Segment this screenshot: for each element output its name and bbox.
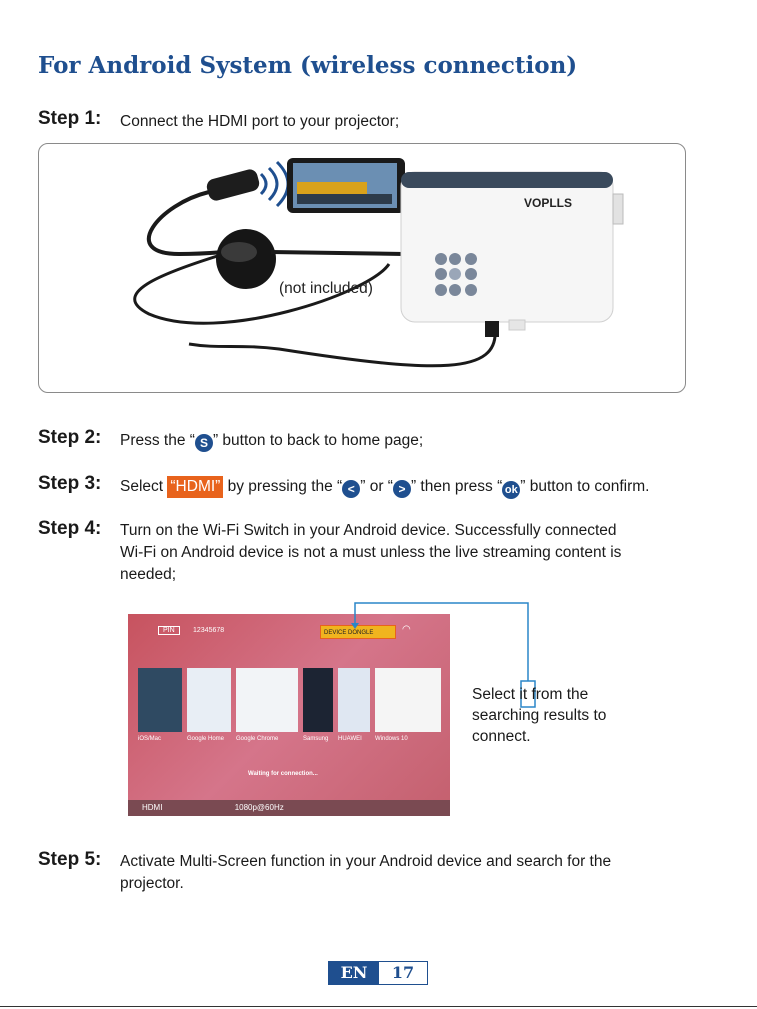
tile-label: HUAWEI [338, 736, 362, 742]
waiting-text: Waiting for connection... [248, 771, 318, 777]
step3-mid3: ” then press “ [410, 478, 503, 495]
step2-text: Press the “S” button to back to home pag… [120, 430, 423, 452]
device-name: DONGLE [348, 630, 374, 636]
step5-label: Step 5: [38, 849, 102, 870]
step1-text: Connect the HDMI port to your projector; [120, 113, 400, 130]
tile-labels: iOS/Mac Google Home Google Chrome Samsun… [138, 736, 448, 742]
wifi-icon [259, 172, 268, 196]
tile-label: Google Chrome [236, 736, 279, 742]
projector-brand: VOPLLS [524, 196, 573, 210]
step4-line: Wi-Fi on Android device is not a must un… [120, 544, 622, 561]
device-label: DEVICE [324, 630, 347, 636]
left-key-icon: < [342, 480, 361, 498]
page-number: 17 [391, 963, 415, 982]
step4-label: Step 4: [38, 518, 102, 539]
status-bar: HDMI 1080p@60Hz [128, 800, 450, 816]
connection-illustration: VOPLLS (not included) [38, 143, 686, 393]
tile-label: Windows 10 [375, 736, 408, 742]
page-number-badge: EN 17 [328, 961, 428, 985]
step3-mid1: by pressing the “ [223, 478, 343, 495]
callout-line: Select it from the [472, 686, 589, 703]
tile-label: Google Home [187, 736, 225, 742]
step5-line: projector. [120, 875, 184, 892]
device-dongle-badge: DEVICE DONGLE [320, 625, 396, 639]
tile-windows [375, 668, 441, 732]
step3-mid2: ” or “ [360, 478, 393, 495]
pin-value: 12345678 [193, 627, 225, 634]
step3-label: Step 3: [38, 473, 102, 494]
hdmi-dongle [206, 169, 260, 201]
language-tag: EN [329, 962, 379, 984]
step1-label: Step 1: [38, 108, 102, 129]
status-source: HDMI [142, 803, 163, 812]
callout-line: searching results to [472, 707, 607, 724]
step2-post: ” button to back to home page; [212, 432, 424, 449]
footer-rule [0, 1006, 757, 1007]
tile-google-home [187, 668, 231, 732]
step2-label: Step 2: [38, 427, 102, 448]
status-resolution: 1080p@60Hz [234, 803, 284, 812]
callout-text: Select it from the searching results to … [472, 684, 606, 747]
page-title: For Android System (wireless connection) [38, 52, 578, 79]
home-key-icon: S [194, 434, 213, 452]
illustration-svg [133, 158, 624, 368]
wifi-status-icon: ◠ [402, 624, 411, 635]
step2-pre: Press the “ [120, 432, 195, 449]
callout-line: connect. [472, 728, 531, 745]
tile-chrome [236, 668, 298, 732]
step3-text: Select “HDMI” by pressing the “<” or “>”… [120, 476, 650, 499]
callout-connector [351, 602, 536, 708]
right-key-icon: > [392, 480, 411, 498]
not-included-note: (not included) [279, 280, 373, 297]
projector-image [400, 171, 614, 323]
step5-text: Activate Multi-Screen function in your A… [120, 851, 611, 895]
step4-line: needed; [120, 566, 177, 583]
tile-label: iOS/Mac [138, 736, 162, 742]
cast-tiles [138, 668, 441, 732]
step4-text: Turn on the Wi-Fi Switch in your Android… [120, 520, 621, 586]
hdmi-highlight: “HDMI” [167, 476, 224, 498]
tile-label: Samsung [303, 736, 329, 742]
tile-ios [138, 668, 182, 732]
step4-line: Turn on the Wi-Fi Switch in your Android… [120, 522, 617, 539]
step3-pre: Select [120, 478, 168, 495]
pin-label: PIN [158, 626, 180, 635]
tile-samsung [303, 668, 333, 732]
ok-key-icon: ok [502, 481, 521, 499]
projector-home-screen: PIN 12345678 DEVICE DONGLE ◠ iOS/Mac Goo… [128, 614, 450, 816]
tile-huawei [338, 668, 370, 732]
step3-post: ” button to confirm. [520, 478, 650, 495]
step5-line: Activate Multi-Screen function in your A… [120, 853, 612, 870]
